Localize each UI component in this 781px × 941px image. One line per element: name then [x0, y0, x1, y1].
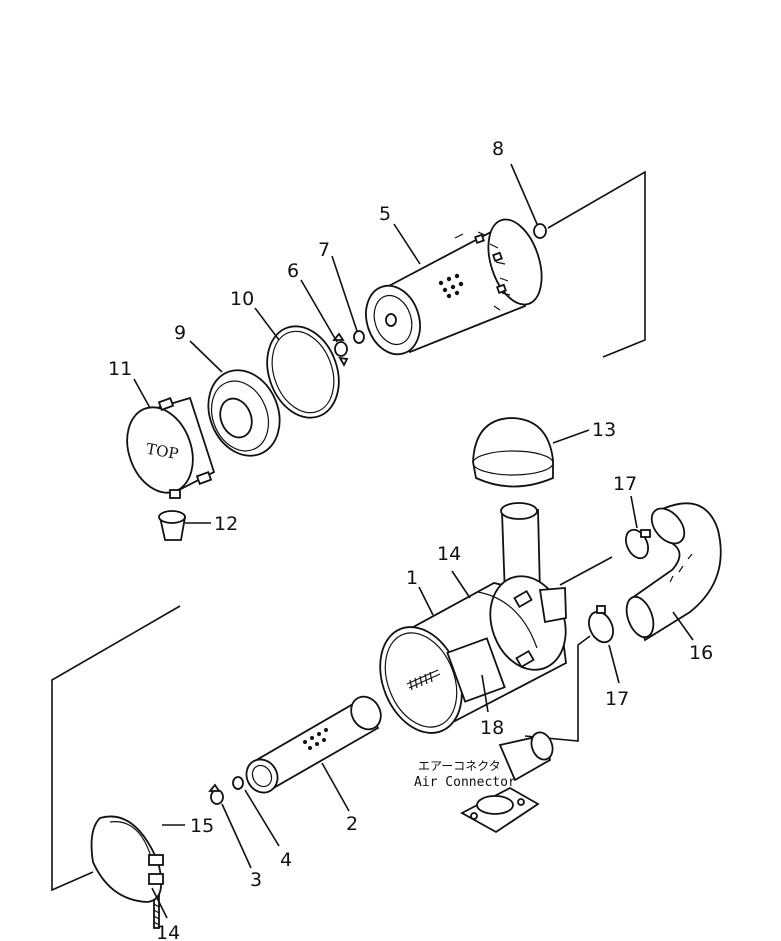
wing-nut-6: [332, 332, 349, 367]
top-cover-11: TOP: [126, 396, 216, 499]
callout-13: 13: [592, 419, 616, 441]
callout-3: 3: [250, 869, 262, 891]
callout-7: 7: [318, 239, 330, 261]
air-connector: [460, 731, 554, 834]
callout-16: 16: [689, 642, 713, 664]
inner-filter-element-2: [245, 695, 382, 794]
callout-numbers: 8 5 7 6 10 9 11 12 13 14 1 17 16 17 18 2…: [108, 138, 713, 941]
callout-6: 6: [287, 260, 299, 282]
wing-nut-3: [208, 783, 224, 805]
callout-15: 15: [190, 815, 214, 837]
callout-1: 1: [406, 567, 418, 589]
cover-top-label: TOP: [145, 440, 180, 463]
o-ring-8: [533, 223, 547, 239]
leader-lines: [133, 163, 694, 919]
callout-11: 11: [108, 358, 132, 380]
callout-5: 5: [379, 203, 391, 225]
callout-4: 4: [280, 849, 292, 871]
air-connector-label-en: Air Connector: [414, 775, 516, 790]
baffle-cover-9: [207, 369, 281, 457]
air-cleaner-body-1: [379, 502, 567, 734]
washer-4: [232, 776, 244, 790]
gasket-ring-10: [266, 325, 340, 419]
hose-clamp-17-upper: [625, 528, 651, 560]
air-connector-label-jp: エアーコネクタ: [418, 759, 501, 773]
callout-14-band: 14: [156, 922, 180, 941]
vacuator-valve-12: [158, 510, 187, 541]
washer-7: [353, 330, 365, 344]
element-perforations: [438, 273, 464, 299]
assembly-lines: [51, 170, 646, 892]
hose-clamp-17-lower: [588, 605, 614, 644]
callout-8: 8: [492, 138, 504, 160]
callout-17-lower: 17: [605, 688, 629, 710]
elbow-hose-16: [625, 502, 722, 642]
callout-18: 18: [480, 717, 504, 739]
mounting-band-14: [90, 815, 164, 903]
callout-2: 2: [346, 813, 358, 835]
callout-12: 12: [214, 513, 238, 535]
callout-10: 10: [230, 288, 254, 310]
outer-filter-element: [365, 218, 543, 356]
pre-cleaner-cap-13: [472, 417, 554, 488]
callout-14-body: 14: [437, 543, 461, 565]
callout-17-upper: 17: [613, 473, 637, 495]
callout-9: 9: [174, 322, 186, 344]
